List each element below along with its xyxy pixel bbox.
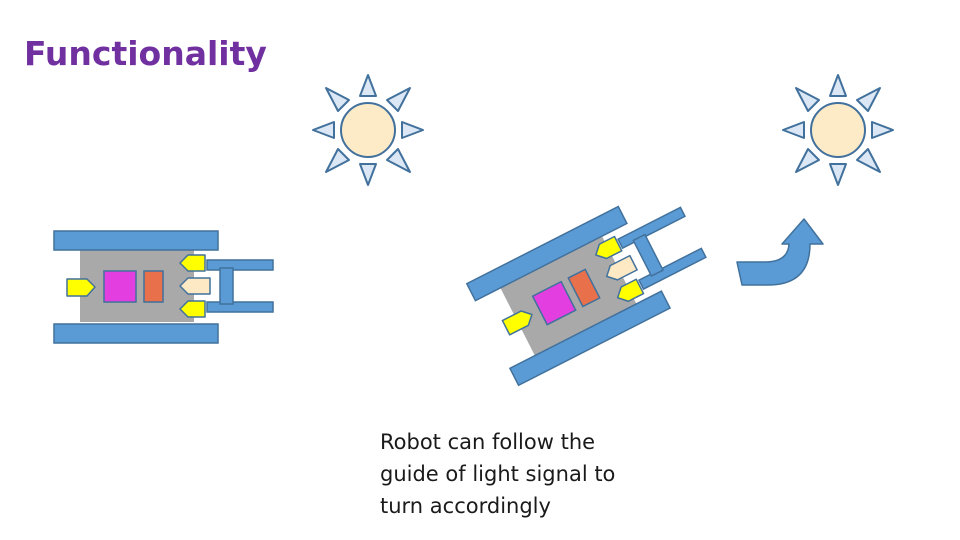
sensor-rear <box>66 278 96 297</box>
curved-arrow-icon <box>736 218 824 286</box>
caption-text: Robot can follow the guide of light sign… <box>380 426 660 522</box>
sensor-bottom <box>179 300 206 318</box>
robot-bracket <box>206 259 274 313</box>
sensor-top <box>595 235 623 260</box>
sensor-group <box>66 254 211 318</box>
sun-icon-right <box>782 74 894 186</box>
robot-track-bottom <box>53 323 219 344</box>
caption-line-2: guide of light signal to <box>380 462 616 486</box>
robot-bracket <box>617 206 707 291</box>
sensor-top <box>179 254 206 272</box>
sensor-middle <box>179 277 211 295</box>
orange-block <box>143 270 164 303</box>
sensor-middle <box>605 254 638 281</box>
magenta-block <box>103 270 137 303</box>
sun-icon-left <box>312 74 424 186</box>
sensor-group <box>501 235 645 336</box>
caption-line-3: turn accordingly <box>380 494 551 518</box>
robot-track-top <box>465 205 628 302</box>
magenta-block <box>531 280 577 326</box>
caption-line-1: Robot can follow the <box>380 430 596 454</box>
robot-body <box>80 250 194 322</box>
slide-title: Functionality <box>24 34 267 73</box>
robot-straight <box>53 230 274 344</box>
robot-track-top <box>53 230 219 251</box>
orange-block <box>567 268 601 308</box>
robot-turning <box>465 205 707 387</box>
sensor-bottom <box>616 278 645 303</box>
sensor-rear <box>501 310 533 336</box>
robot-track-bottom <box>508 290 672 387</box>
